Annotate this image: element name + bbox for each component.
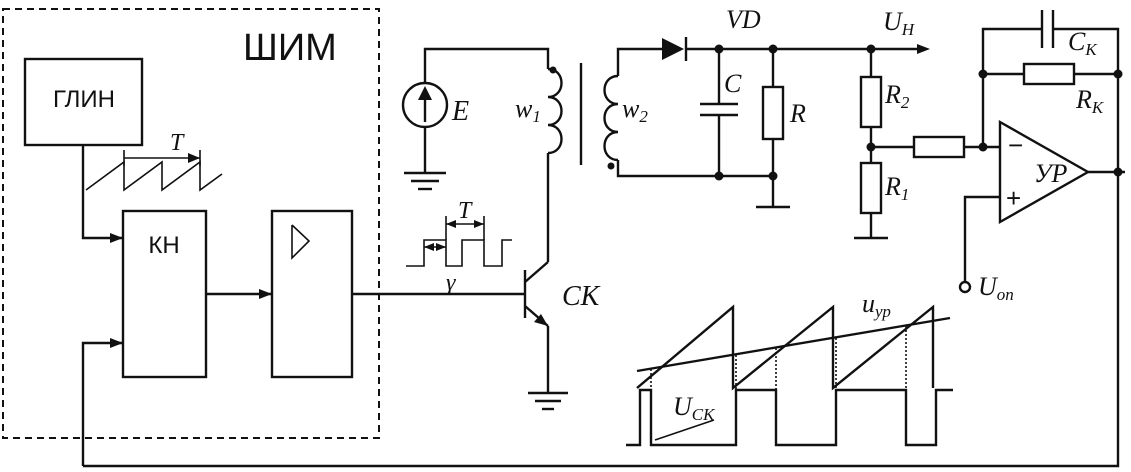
arrow-into-driver (259, 289, 272, 299)
secondary-winding-w2 (603, 74, 619, 162)
control-voltage-line (636, 316, 951, 373)
output-arrow (917, 44, 930, 54)
duty-arrow-r (436, 243, 446, 251)
pulse-period-arrow-r (474, 220, 484, 228)
node-r-bottom (768, 171, 778, 181)
output-label: UН (883, 7, 916, 39)
resistor-r1 (859, 161, 883, 215)
secondary-dot-marker (607, 162, 615, 170)
wire-gen-to-comparator (81, 145, 123, 240)
node-rk-left (978, 69, 988, 79)
wire-primary-top (423, 47, 550, 83)
node-rk-right (1113, 69, 1123, 79)
arrow-into-comparator-top (110, 233, 123, 243)
diode-triangle (662, 38, 684, 60)
pulse-train-signal (406, 239, 512, 267)
primary-dot-marker (549, 66, 557, 74)
wire-feedback-right (1053, 27, 1120, 172)
driver-block (270, 209, 354, 379)
load-resistor (761, 85, 785, 141)
amp-minus-label: − (1008, 130, 1023, 160)
capacitor-label: C (724, 69, 742, 98)
uck-label: UСК (673, 392, 716, 424)
sawtooth-waveform-large (636, 304, 935, 391)
source-e-label: E (451, 96, 469, 127)
primary-winding-w1 (547, 67, 563, 155)
comparator-label: КН (148, 232, 179, 259)
source-e-arrowhead (418, 86, 432, 100)
amp-plus-label: + (1006, 183, 1021, 213)
rk-label: RК (1075, 85, 1105, 117)
generator-label: ГЛИН (53, 86, 115, 113)
wire-feedback-return (83, 172, 1120, 468)
load-label: R (789, 99, 806, 128)
wire-feedback-left (981, 27, 1042, 147)
uyr-label: uур (862, 289, 891, 321)
uop-label: Uоп (978, 272, 1014, 304)
input-resistor (912, 135, 966, 159)
duty-arrow-l (424, 243, 434, 251)
transistor-emitter-arrow (534, 314, 548, 326)
resistor-rk (1022, 62, 1076, 86)
r1-label: R1 (884, 172, 909, 204)
pwm-label: ШИМ (243, 27, 337, 69)
switch-label: СК (562, 281, 601, 312)
duty-label: γ (446, 270, 456, 296)
uck-pointer-line (654, 419, 715, 441)
r2-label: R2 (884, 80, 910, 112)
transistor-collector (524, 261, 549, 283)
wire-amp-noninverting (963, 195, 1000, 282)
reference-terminal (958, 280, 972, 294)
switch-voltage-waveform (626, 388, 953, 447)
buffer-triangle-icon (291, 224, 311, 260)
pulse-period-label: T (458, 198, 473, 224)
arrow-into-comparator-bottom (110, 338, 123, 348)
w1-label: w1 (515, 94, 541, 126)
sawtooth-signal (85, 160, 223, 192)
amplifier-triangle (998, 119, 1091, 225)
pulse-period-arrow-l (446, 220, 456, 228)
wire-secondary-bottom (616, 160, 773, 178)
wire-feedback-into-comparator (81, 341, 123, 466)
period-arrowhead-right (188, 153, 200, 163)
pwm-boundary (2, 8, 380, 439)
ck-label: CК (1068, 27, 1098, 59)
wire-secondary-top (616, 47, 662, 76)
node-c-bottom (714, 171, 724, 181)
w2-label: w2 (622, 94, 648, 126)
resistor-r2 (859, 75, 883, 129)
period-top-label: T (170, 130, 185, 156)
amp-label: УР (1034, 159, 1067, 188)
diode-label: VD (726, 5, 761, 34)
